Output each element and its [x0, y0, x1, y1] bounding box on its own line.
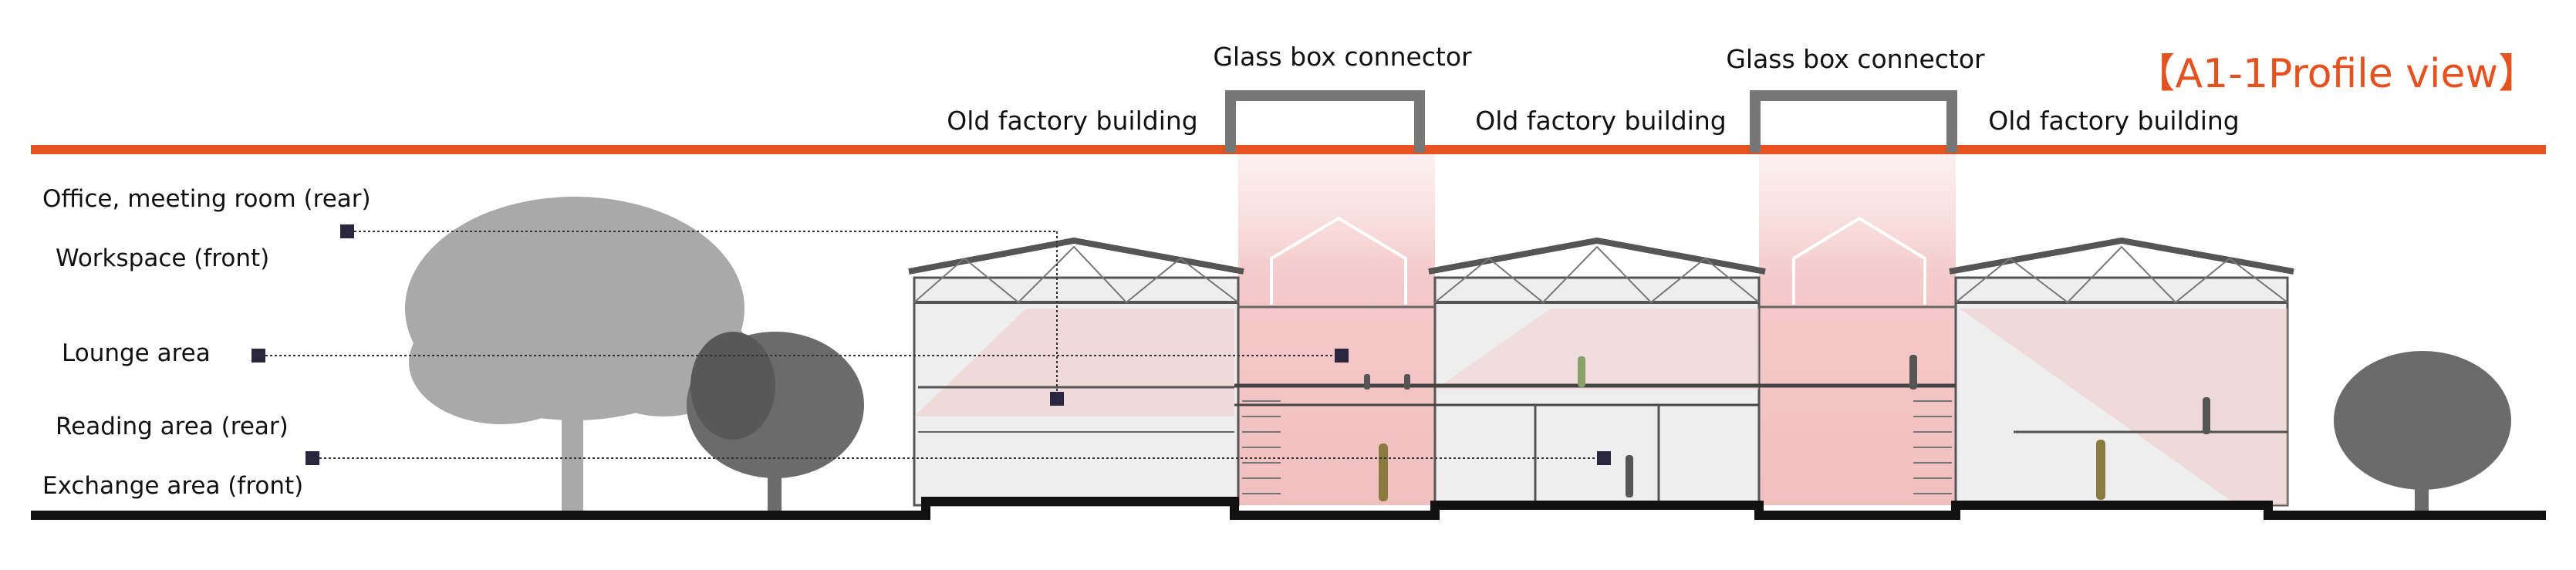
tree-left-small: [687, 332, 864, 513]
marker-lounge: [252, 349, 265, 363]
glass-connector-volume-1: [1238, 154, 1435, 505]
glass-connector-volume-2: [1759, 154, 1956, 505]
leader-office: [340, 224, 1064, 406]
connector-gable-1: [1270, 216, 1407, 305]
label-lounge: Lounge area: [62, 339, 211, 367]
factory-hall-2: [1234, 237, 1960, 507]
stair-1: [1242, 400, 1281, 494]
label-workspace: Workspace (front): [56, 245, 269, 272]
factory-hall-3: [1949, 237, 2294, 507]
label-reading: Reading area (rear): [56, 413, 289, 440]
marker-reading: [1597, 451, 1611, 465]
glass-connector-frame-1: [1225, 90, 1425, 153]
label-glass-connector-1: Glass box connector: [1213, 42, 1472, 72]
connector-gable-2: [1792, 216, 1926, 305]
leader-exchange: [306, 451, 1611, 465]
label-old-factory-2: Old factory building: [1475, 106, 1726, 136]
marker-office: [340, 224, 354, 238]
factory-hall-1: [908, 237, 1244, 507]
label-old-factory-3: Old factory building: [1988, 106, 2239, 136]
label-glass-connector-2: Glass box connector: [1726, 44, 1985, 74]
glass-connector-frame-2: [1750, 90, 1957, 153]
marker-workspace: [1050, 392, 1064, 406]
marker-lounge-end: [1335, 349, 1349, 363]
label-old-factory-1: Old factory building: [947, 106, 1197, 136]
leader-lounge: [252, 349, 1349, 363]
ground-line: [31, 497, 2546, 520]
label-exchange: Exchange area (front): [42, 472, 303, 500]
marker-exchange: [306, 451, 319, 465]
label-office: Office, meeting room (rear): [42, 185, 371, 213]
tree-right: [2334, 351, 2511, 513]
accent-line: [31, 145, 2546, 154]
page-title: 【A1-1Profile view】: [2135, 51, 2538, 97]
stair-2: [1913, 400, 1952, 494]
